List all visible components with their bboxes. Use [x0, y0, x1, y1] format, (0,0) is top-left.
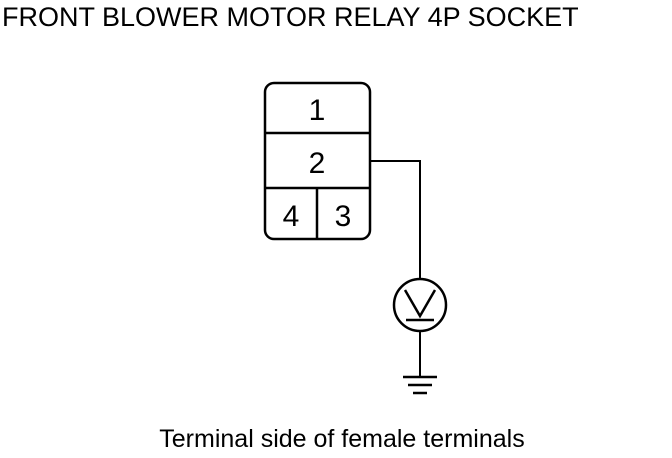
pin-1-label: 1	[309, 94, 326, 127]
test-lead-wire	[370, 160, 421, 279]
voltmeter-v-glyph	[403, 289, 437, 319]
ground-icon	[403, 375, 437, 395]
pin-2-label: 2	[309, 147, 326, 180]
diagram-title: FRONT BLOWER MOTOR RELAY 4P SOCKET	[2, 2, 579, 32]
diagram-caption: Terminal side of female terminals	[159, 425, 525, 453]
pin-4-label: 4	[283, 200, 300, 233]
relay-socket-connector: 1 2 4 3	[263, 81, 372, 241]
pin-3-label: 3	[335, 200, 352, 233]
voltmeter-circle	[392, 277, 448, 333]
voltmeter-icon	[392, 277, 448, 333]
